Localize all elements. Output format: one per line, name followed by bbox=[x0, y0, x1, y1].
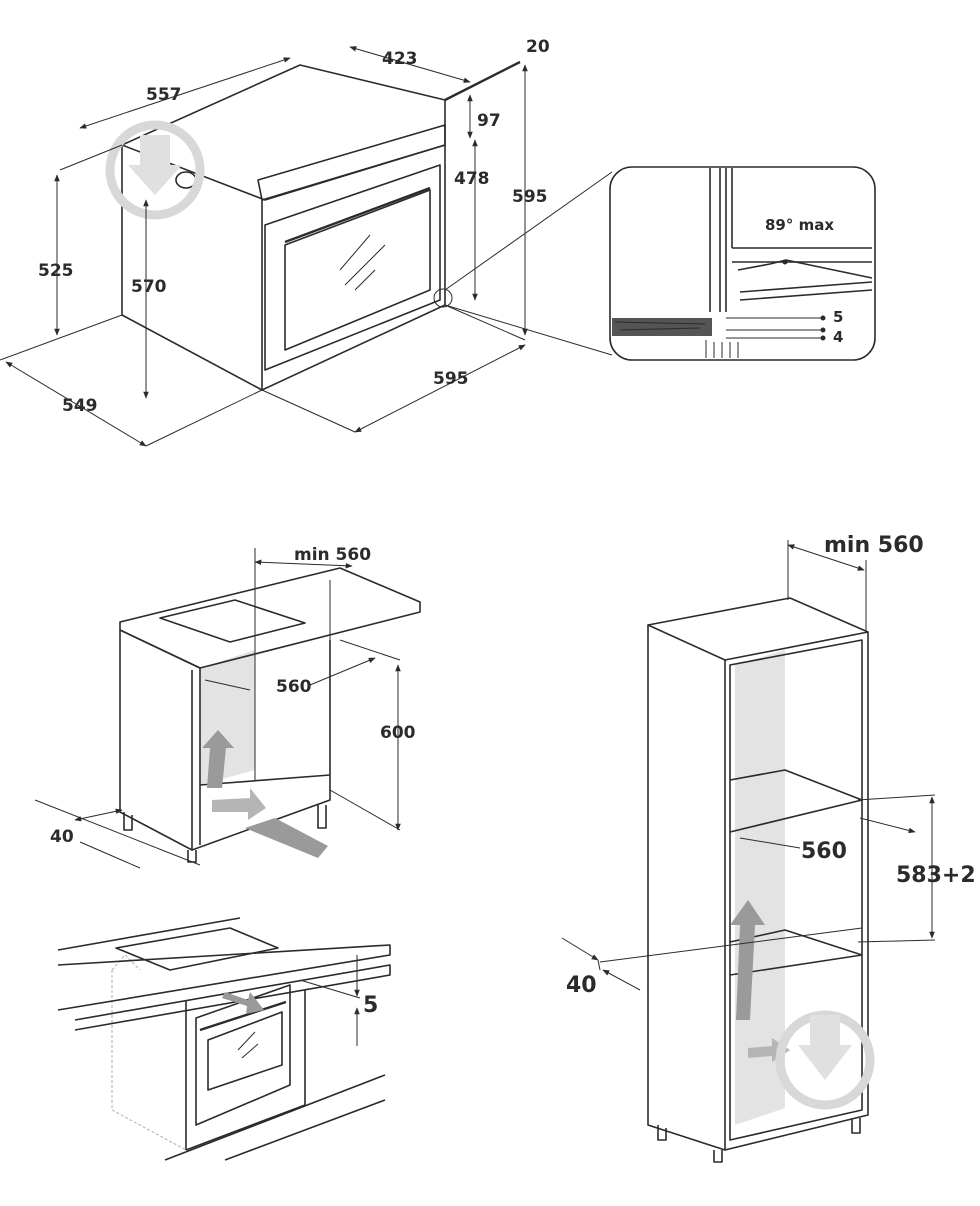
hinge-detail-inset bbox=[444, 166, 876, 361]
dim-20: 20 bbox=[526, 37, 550, 57]
detail-gap-5: 5 bbox=[833, 308, 843, 326]
dimension-lines bbox=[0, 46, 528, 447]
dim-557: 557 bbox=[146, 85, 182, 105]
column-583-2: 583+2 bbox=[896, 863, 976, 888]
column-560: 560 bbox=[801, 839, 847, 864]
dim-549: 549 bbox=[62, 396, 98, 416]
under-counter-min-560: min 560 bbox=[294, 545, 371, 565]
column-min-560: min 560 bbox=[824, 533, 924, 558]
watermark-logo-right bbox=[775, 1010, 875, 1110]
under-counter-dimensions bbox=[34, 548, 401, 869]
dim-595-width: 595 bbox=[433, 369, 469, 389]
dim-570: 570 bbox=[131, 277, 167, 297]
column-cabinet bbox=[647, 597, 875, 1163]
counter-installed-oven bbox=[57, 917, 391, 1161]
dim-478: 478 bbox=[454, 169, 490, 189]
under-counter-560: 560 bbox=[276, 677, 312, 697]
detail-gap-4: 4 bbox=[833, 328, 843, 346]
column-40: 40 bbox=[566, 973, 597, 998]
dim-595-height: 595 bbox=[512, 187, 548, 207]
under-counter-40: 40 bbox=[50, 827, 74, 847]
oven-body bbox=[121, 60, 521, 391]
dim-525: 525 bbox=[38, 261, 74, 281]
dim-97: 97 bbox=[477, 111, 501, 131]
column-dimensions bbox=[561, 540, 936, 991]
under-counter-cabinet bbox=[119, 567, 421, 863]
detail-angle: 89° max bbox=[765, 216, 834, 234]
counter-gap-5: 5 bbox=[363, 993, 378, 1018]
under-counter-600: 600 bbox=[380, 723, 416, 743]
dim-423: 423 bbox=[382, 49, 418, 69]
oven-dimension-view: 557 423 20 97 478 595 525 570 549 595 89… bbox=[0, 37, 876, 447]
